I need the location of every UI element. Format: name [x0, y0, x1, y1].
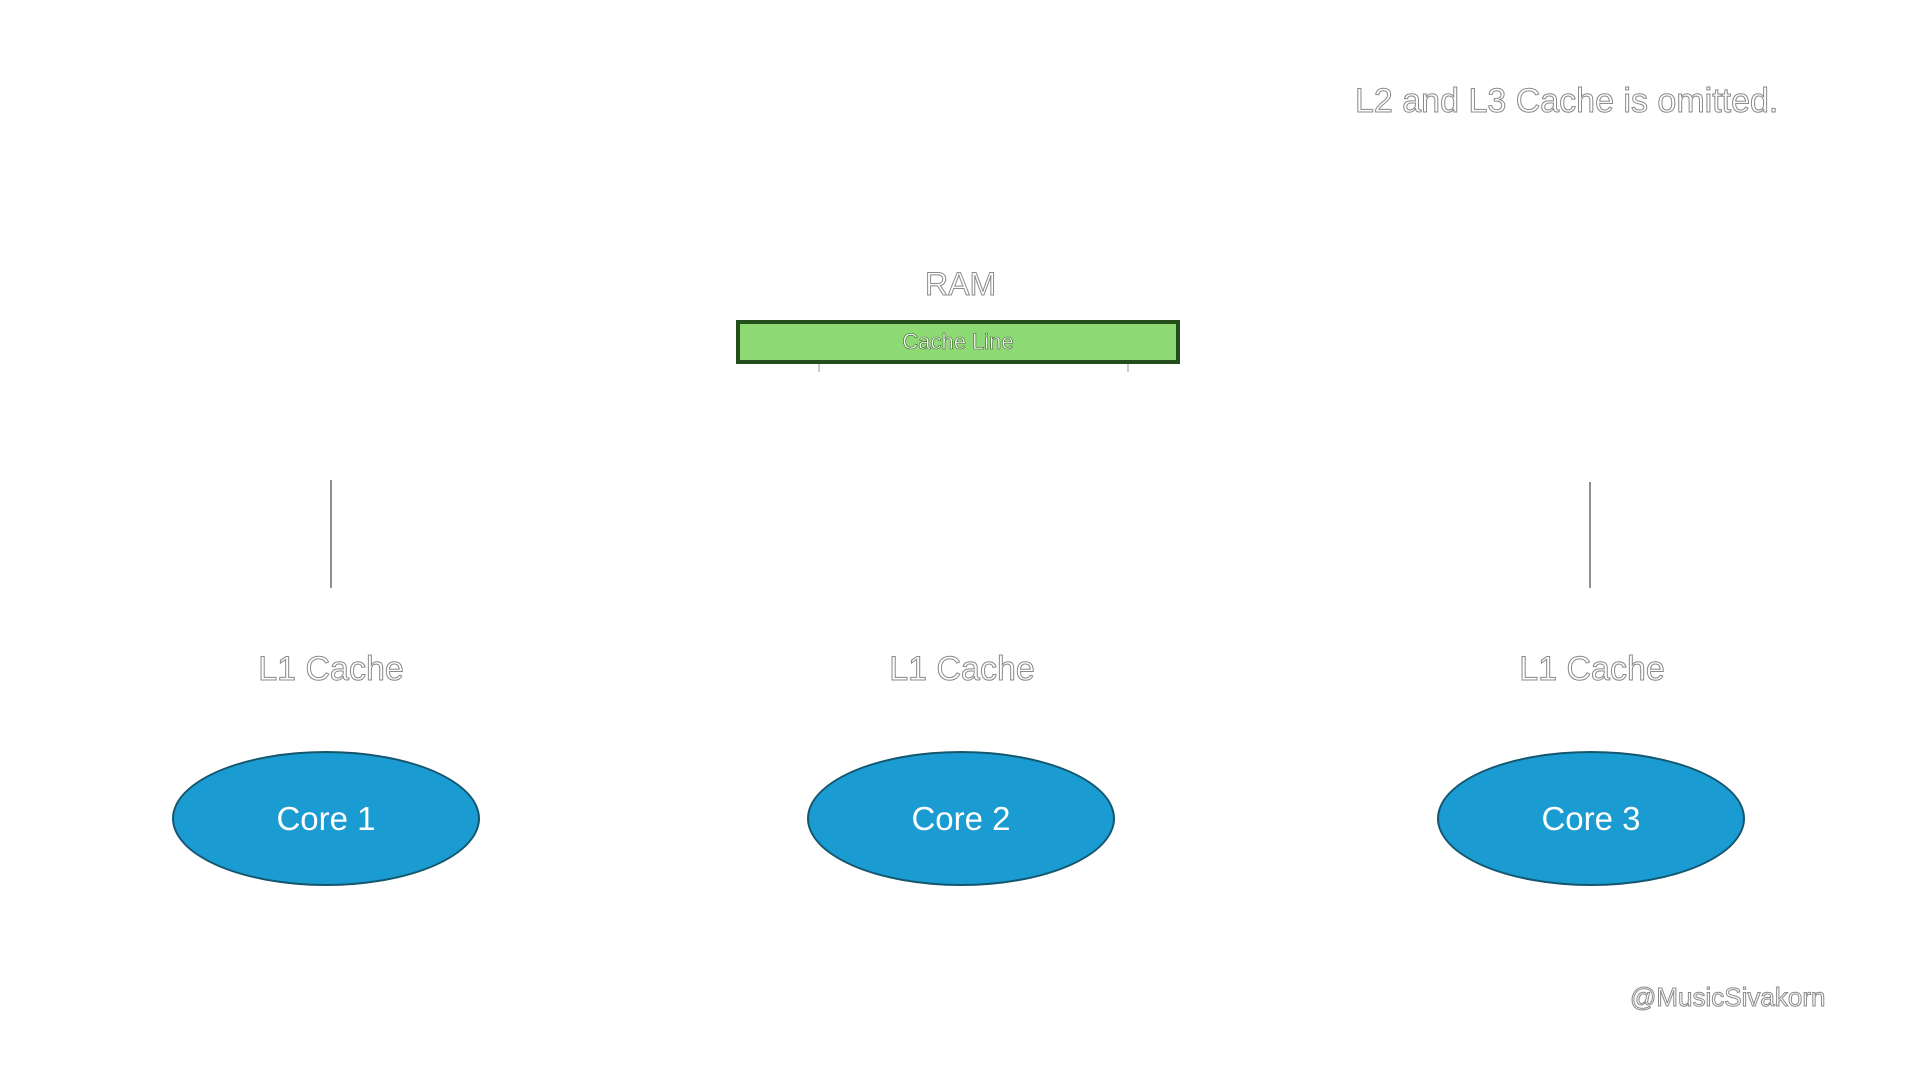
ram-title: RAM	[924, 266, 997, 303]
core-1-node: Core 1	[172, 751, 480, 886]
author-watermark: @MusicSivakorn	[1629, 982, 1826, 1013]
cache-line-block: Cache Line	[736, 320, 1180, 364]
core-2-node: Core 2	[807, 751, 1115, 886]
cache-line-label: Cache Line	[902, 329, 1014, 355]
core-3-node: Core 3	[1437, 751, 1745, 886]
core-1-label: Core 1	[276, 799, 376, 837]
core-3-label: Core 3	[1541, 799, 1641, 837]
core-2-label: Core 2	[911, 799, 1011, 837]
diagram-note: L2 and L3 Cache is omitted.	[1354, 82, 1779, 121]
l1-cache-label-2: L1 Cache	[889, 650, 1036, 689]
l1-cache-label-1: L1 Cache	[258, 650, 405, 689]
l1-cache-label-3: L1 Cache	[1519, 650, 1666, 689]
